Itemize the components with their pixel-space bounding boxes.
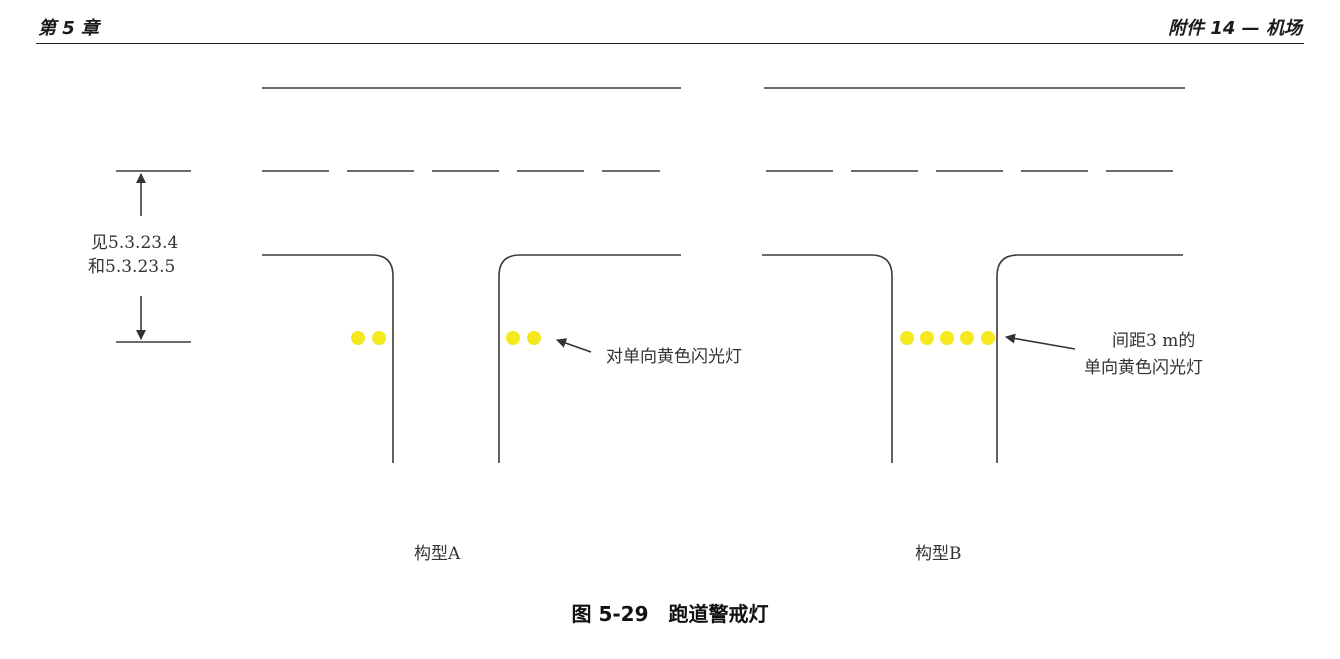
taxiway-left-edge-b <box>762 254 893 463</box>
light <box>960 331 974 345</box>
light <box>372 331 386 345</box>
light-label-b-line1: 间距3 m的 <box>1112 331 1195 351</box>
lights-b <box>900 331 995 345</box>
light <box>527 331 541 345</box>
header-rule <box>36 43 1304 44</box>
light <box>900 331 914 345</box>
light-label-b-line2: 单向黄色闪光灯 <box>1084 358 1203 378</box>
light-pointer-arrow-b <box>1005 333 1076 350</box>
annex-label: 附件 14 — 机场 <box>1168 18 1302 39</box>
dimension-label-line1: 见5.3.23.4 <box>91 233 178 253</box>
taxiway-left-edge-a <box>262 254 394 463</box>
dimension-marker <box>116 170 191 343</box>
light <box>506 331 520 345</box>
light <box>940 331 954 345</box>
light-pointer-arrow-a <box>556 338 592 353</box>
light <box>981 331 995 345</box>
chapter-label: 第 5 章 <box>38 18 100 39</box>
dimension-label-line2: 和5.3.23.5 <box>88 257 175 277</box>
light <box>920 331 934 345</box>
figure-caption: 图 5-29 跑道警戒灯 <box>571 602 768 626</box>
lights-a <box>351 331 541 345</box>
taxiway-right-edge-a <box>498 254 681 463</box>
config-b-caption: 构型B <box>915 544 962 564</box>
taxiway-right-edge-b <box>996 254 1183 463</box>
config-a-caption: 构型A <box>414 544 461 564</box>
light <box>351 331 365 345</box>
config-b-drawing <box>762 87 1185 463</box>
config-a-drawing <box>262 87 681 463</box>
light-label-a: 对单向黄色闪光灯 <box>606 347 742 367</box>
